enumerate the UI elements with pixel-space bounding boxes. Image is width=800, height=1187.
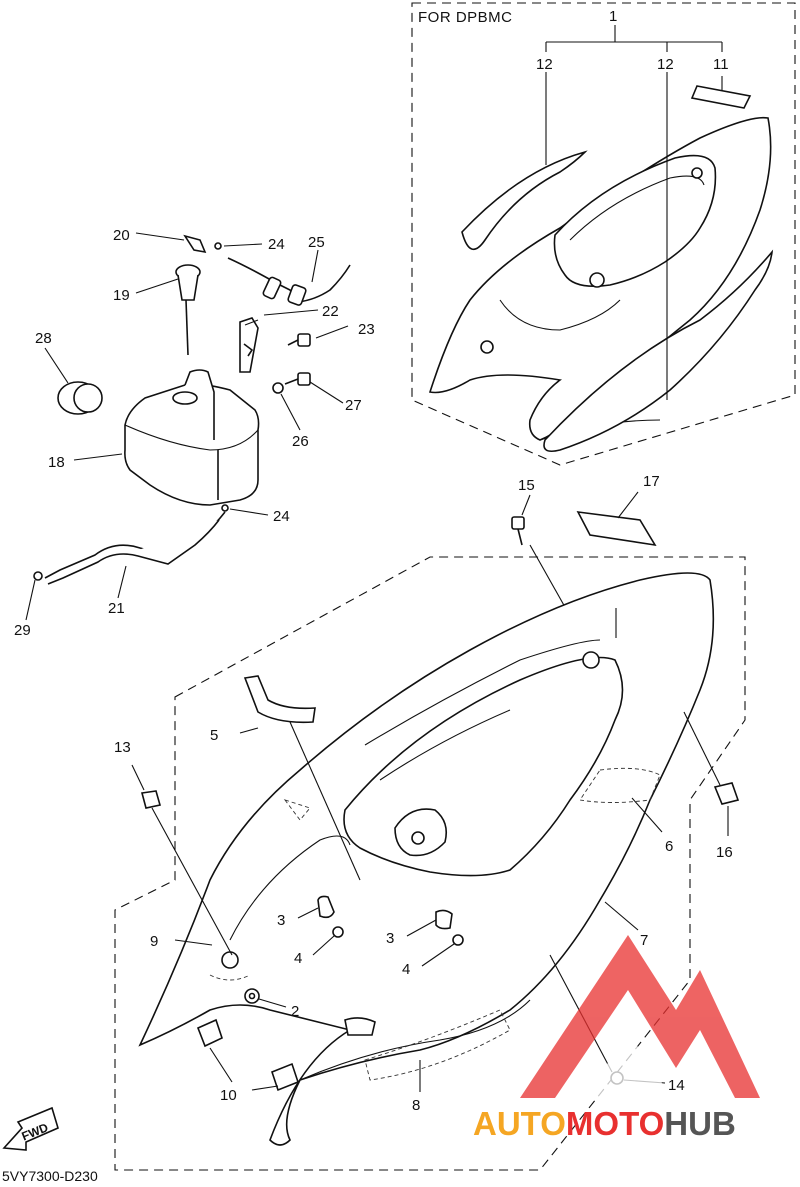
callout-7: 7 (640, 932, 648, 949)
diagram-code: 5VY7300-D230 (2, 1168, 98, 1184)
callout-22: 22 (322, 303, 339, 320)
callout-bracket-1 (545, 25, 723, 52)
fwd-arrow-icon: FWD (2, 1106, 59, 1151)
callout-20: 20 (113, 227, 130, 244)
main-assembly-box (114, 556, 746, 1171)
watermark-logo (520, 935, 760, 1098)
callout-2: 2 (291, 1003, 299, 1020)
logo-mark-icon (520, 935, 760, 1098)
callout-15: 15 (518, 477, 535, 494)
callout-8: 8 (412, 1097, 420, 1114)
callout-28: 28 (35, 330, 52, 347)
callout-21: 21 (108, 600, 125, 617)
callout-10: 10 (220, 1087, 237, 1104)
bolt-part-15 (511, 494, 593, 656)
leader-part-9 (174, 939, 213, 946)
callout-23: 23 (358, 321, 375, 338)
fasteners-part-3-4 (297, 895, 464, 967)
callout-26: 26 (292, 433, 309, 450)
stripe-decal-part-12b (543, 249, 774, 453)
callout-4b: 4 (402, 961, 410, 978)
bolt-part-13 (131, 764, 233, 956)
callout-13: 13 (114, 739, 131, 756)
callout-11: 11 (713, 56, 729, 73)
guard-part-5 (243, 675, 316, 724)
callout-24b: 24 (273, 508, 290, 525)
logo-text-moto: MOTO (566, 1105, 664, 1142)
callout-24a: 24 (268, 236, 285, 253)
logo-text: AUTOMOTOHUB (473, 1105, 736, 1142)
callout-3a: 3 (277, 912, 285, 929)
dampers-part-10 (196, 1018, 299, 1092)
dpbmc-box: FOR DPBMC (411, 2, 796, 466)
callout-9: 9 (150, 933, 158, 950)
callout-17: 17 (643, 473, 660, 490)
box-header: FOR DPBMC (418, 9, 513, 26)
callout-29: 29 (14, 622, 31, 639)
callout-19: 19 (113, 287, 130, 304)
decal-part-11 (690, 85, 752, 109)
callouts: 1 12 12 11 20 24 25 19 22 23 28 27 26 18… (14, 8, 733, 1114)
callout-5: 5 (210, 727, 218, 744)
decal-part-17 (576, 511, 657, 547)
logo-text-hub: HUB (664, 1105, 736, 1142)
callout-12b: 12 (657, 56, 674, 73)
callout-25: 25 (308, 234, 325, 251)
callout-16: 16 (716, 844, 733, 861)
leader-part-6 (631, 797, 663, 833)
callout-14: 14 (668, 1077, 685, 1094)
seat-cowling-dpbmc (428, 116, 772, 441)
callout-3b: 3 (386, 930, 394, 947)
callout-6: 6 (665, 838, 673, 855)
nut-part-16 (683, 711, 740, 836)
callout-27: 27 (345, 397, 362, 414)
leader-part-7 (604, 901, 639, 931)
tank-assembly (25, 232, 351, 621)
grommet-part-2 (244, 988, 287, 1008)
main-seat-cowling (138, 572, 715, 1146)
callout-12a: 12 (536, 56, 553, 73)
callout-18: 18 (48, 454, 65, 471)
stripe-decal-part-12 (461, 150, 588, 250)
callout-1: 1 (609, 8, 617, 25)
callout-4a: 4 (294, 950, 302, 967)
logo-text-auto: AUTO (473, 1105, 566, 1142)
